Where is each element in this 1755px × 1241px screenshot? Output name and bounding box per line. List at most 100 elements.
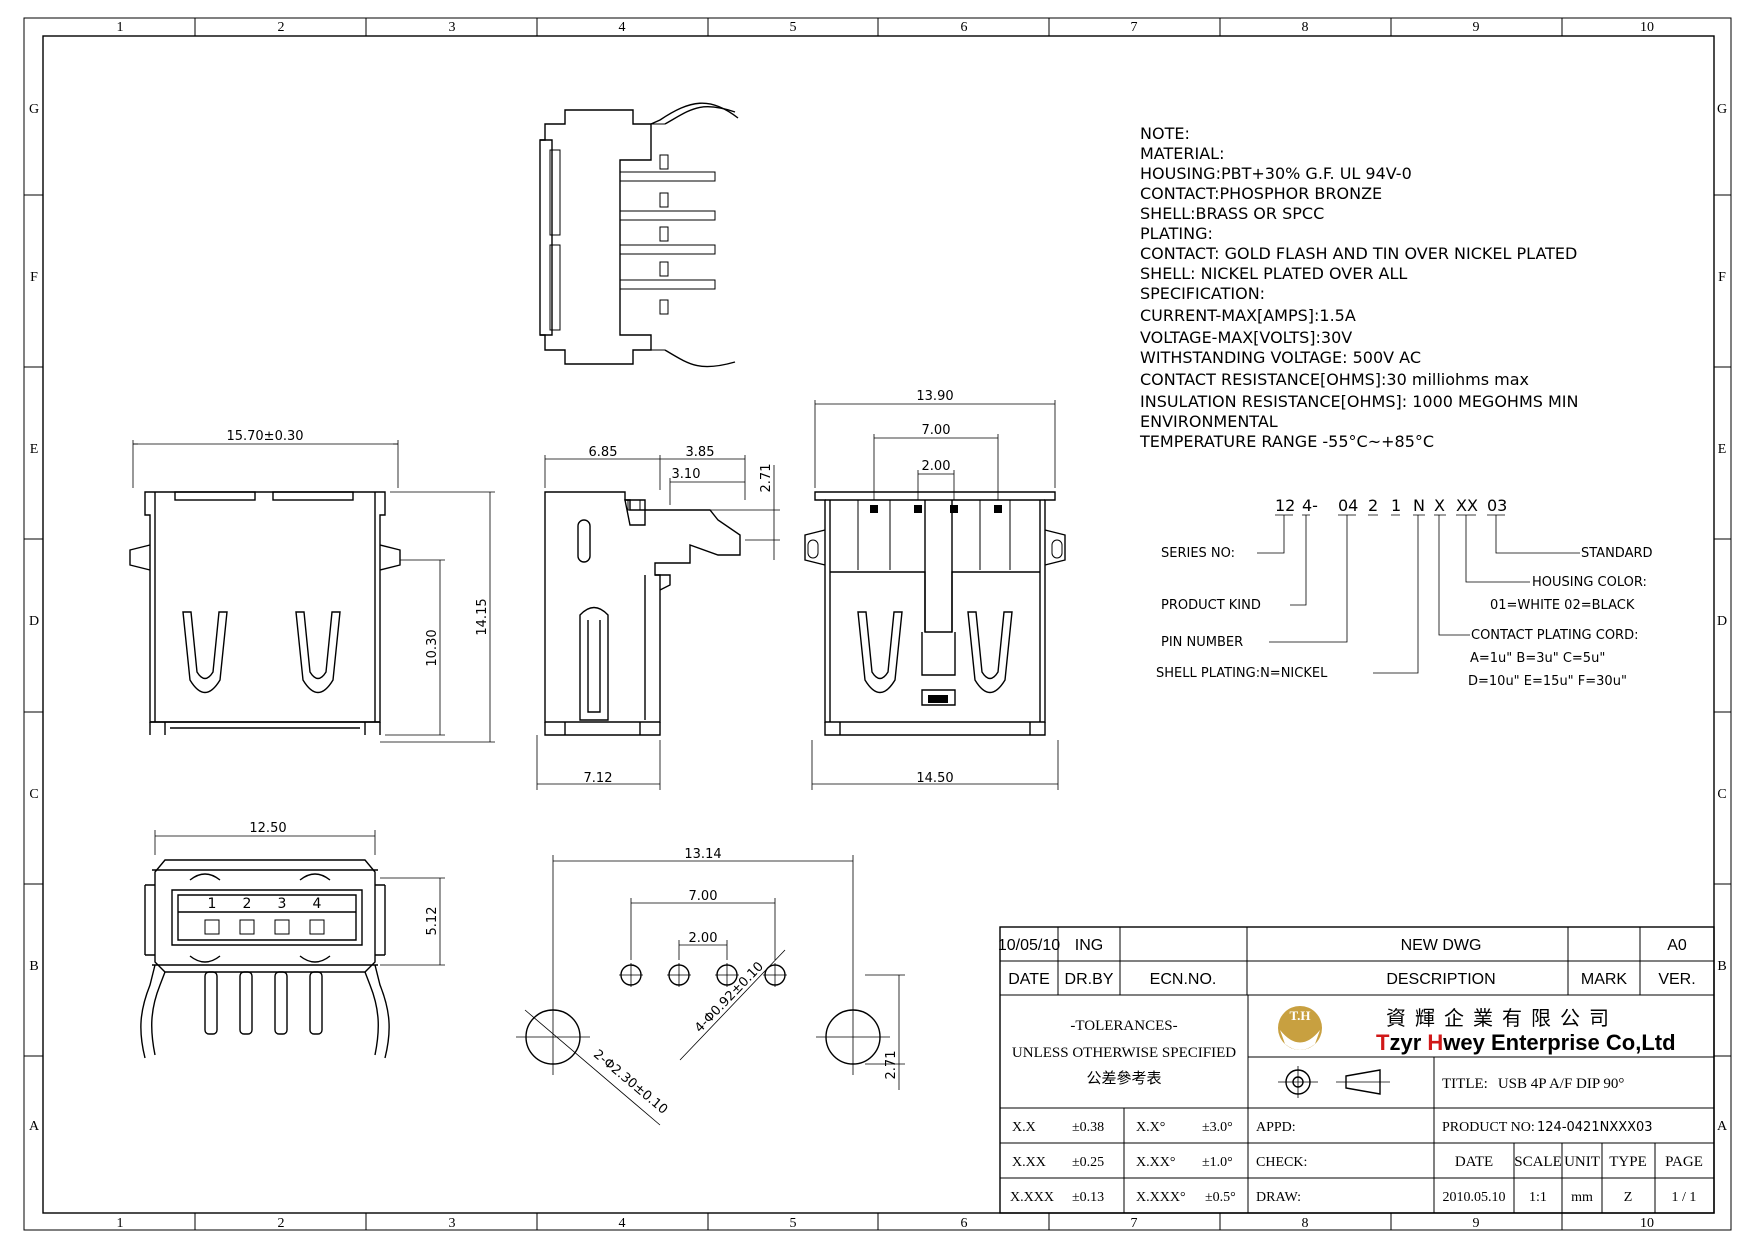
dim-rear-top: 13.90 — [916, 389, 953, 404]
title-block: 10/05/10 ING NEW DWG A0 DATE DR.BY ECN.N… — [998, 926, 1715, 1214]
footer-scale-label: SCALE — [1514, 1154, 1562, 1170]
dim-rear-bottom: 14.50 — [916, 771, 953, 786]
border-column-label: 5 — [790, 20, 797, 35]
dim-pcb-height: 2.71 — [884, 1051, 899, 1080]
hdr-date: DATE — [1008, 971, 1049, 988]
side-view: 6.85 3.85 3.10 2.71 7.12 — [536, 445, 780, 790]
title-label: TITLE:USB 4P A/F DIP 90° — [1442, 1076, 1624, 1092]
tol-caption-3: 公差參考表 — [1086, 1070, 1161, 1087]
border-column-label: 1 — [117, 1216, 124, 1231]
dim-pcb-width: 13.14 — [684, 847, 721, 862]
note-line: SPECIFICATION: — [1140, 284, 1265, 303]
note-line: SHELL: NICKEL PLATED OVER ALL — [1140, 264, 1407, 283]
border-row-label: D — [29, 614, 39, 629]
border-row-label: B — [1717, 959, 1726, 974]
code-seg: N — [1413, 496, 1425, 515]
border-column-label: 6 — [961, 1216, 968, 1231]
tol-cell: ±3.0° — [1202, 1120, 1233, 1135]
code-seg: 12 — [1275, 496, 1295, 515]
company-logo: T.H — [1278, 1006, 1322, 1050]
rev-ver: A0 — [1667, 937, 1687, 954]
tol-cell: ±0.38 — [1072, 1120, 1104, 1135]
top-view — [539, 102, 739, 368]
tol-cell: X.X° — [1136, 1120, 1165, 1135]
hdr-ecn: ECN.NO. — [1150, 971, 1217, 988]
code-label-standard: STANDARD — [1581, 546, 1653, 561]
footer-unit-value: mm — [1571, 1190, 1593, 1205]
border-column-label: 7 — [1131, 1216, 1138, 1231]
dim-rear-mid: 7.00 — [922, 423, 951, 438]
dim-side-a: 6.85 — [589, 445, 618, 460]
code-label-series: SERIES NO: — [1161, 546, 1235, 561]
border-row-label: C — [1717, 787, 1726, 802]
tol-cell: X.X — [1012, 1120, 1036, 1135]
border-column-label: 4 — [619, 20, 626, 35]
check-label: CHECK: — [1256, 1155, 1307, 1170]
dim-pcb-small: 2.00 — [689, 931, 718, 946]
appd-label: APPD: — [1256, 1120, 1296, 1135]
border-column-label: 9 — [1473, 20, 1480, 35]
code-label-kind: PRODUCT KIND — [1161, 598, 1261, 613]
dim-front-width: 15.70±0.30 — [226, 429, 303, 444]
tol-cell: ±0.5° — [1205, 1190, 1236, 1205]
border-row-label: F — [1718, 270, 1726, 285]
border-row-label: C — [29, 787, 38, 802]
code-seg: 2 — [1368, 496, 1378, 515]
pin-3-label: 3 — [278, 896, 287, 912]
hdr-mark: MARK — [1581, 971, 1628, 988]
code-label-housing: HOUSING COLOR: — [1532, 575, 1647, 590]
border-row-label: G — [1717, 102, 1727, 117]
border-column-label: 4 — [619, 1216, 626, 1231]
border-row-label: A — [1717, 1119, 1728, 1134]
border-column-label: 10 — [1640, 20, 1654, 35]
tol-cell: ±0.25 — [1072, 1155, 1104, 1170]
border-column-label: 3 — [449, 1216, 456, 1231]
dim-pcb-boss: 2-Φ2.30±0.10 — [590, 1047, 670, 1118]
code-label-housing-opts: 01=WHITE 02=BLACK — [1490, 598, 1635, 613]
tol-cell: ±1.0° — [1202, 1155, 1233, 1170]
note-line: ENVIRONMENTAL — [1140, 412, 1278, 431]
border-column-label: 2 — [278, 20, 285, 35]
tol-cell: ±0.13 — [1072, 1190, 1104, 1205]
note-line: CONTACT:PHOSPHOR BRONZE — [1140, 184, 1382, 203]
dim-rear-small: 2.00 — [922, 459, 951, 474]
dim-front-h1: 10.30 — [425, 629, 440, 666]
border-row-label: E — [1718, 442, 1727, 457]
dim-side-d: 2.71 — [759, 464, 774, 493]
tol-cell: X.XXX° — [1136, 1190, 1186, 1205]
code-label-shell: SHELL PLATING:N=NICKEL — [1156, 666, 1328, 681]
border-column-label: 1 — [117, 20, 124, 35]
border-column-label: 6 — [961, 20, 968, 35]
hdr-drby: DR.BY — [1065, 971, 1114, 988]
end-view: 1 2 3 4 12.50 5.12 — [140, 821, 445, 1059]
draw-label: DRAW: — [1256, 1190, 1301, 1205]
tol-caption-2: UNLESS OTHERWISE SPECIFIED — [1012, 1045, 1236, 1061]
tol-cell: X.XX — [1012, 1155, 1046, 1170]
note-line: MATERIAL: — [1140, 144, 1224, 163]
front-view: 15.70±0.30 10.30 14.15 — [129, 429, 495, 743]
code-seg: 4- — [1302, 496, 1318, 515]
company-name-cjk: 資輝企業有限公司 — [1386, 1006, 1618, 1030]
rev-by: ING — [1075, 937, 1103, 954]
note-line: CONTACT: GOLD FLASH AND TIN OVER NICKEL … — [1140, 244, 1577, 263]
code-seg: 03 — [1487, 496, 1507, 515]
code-label-contact-opts1: A=1u" B=3u" C=5u" — [1470, 651, 1605, 666]
tol-cell: X.XX° — [1136, 1155, 1175, 1170]
notes-block: NOTE: MATERIAL: HOUSING:PBT+30% G.F. UL … — [1139, 124, 1579, 451]
note-line: HOUSING:PBT+30% G.F. UL 94V-0 — [1140, 164, 1412, 183]
footer-type-label: TYPE — [1609, 1154, 1647, 1170]
border-column-label: 2 — [278, 1216, 285, 1231]
part-code-diagram: 12 4- 04 2 1 N X XX 03 SERIES NO: PRODUC… — [1156, 496, 1653, 689]
rear-view: 13.90 7.00 2.00 14.50 — [804, 389, 1066, 790]
note-line: CURRENT-MAX[AMPS]:1.5A — [1140, 306, 1356, 325]
pin-4-label: 4 — [313, 896, 322, 912]
pin-2-label: 2 — [243, 896, 252, 912]
footer-unit-label: UNIT — [1564, 1154, 1600, 1170]
border-row-label: G — [29, 102, 39, 117]
product-no-label: PRODUCT NO: — [1442, 1120, 1535, 1135]
note-line: TEMPERATURE RANGE -55°C~+85°C — [1139, 432, 1434, 451]
border-row-label: B — [29, 959, 38, 974]
note-line: VOLTAGE-MAX[VOLTS]:30V — [1140, 328, 1352, 347]
